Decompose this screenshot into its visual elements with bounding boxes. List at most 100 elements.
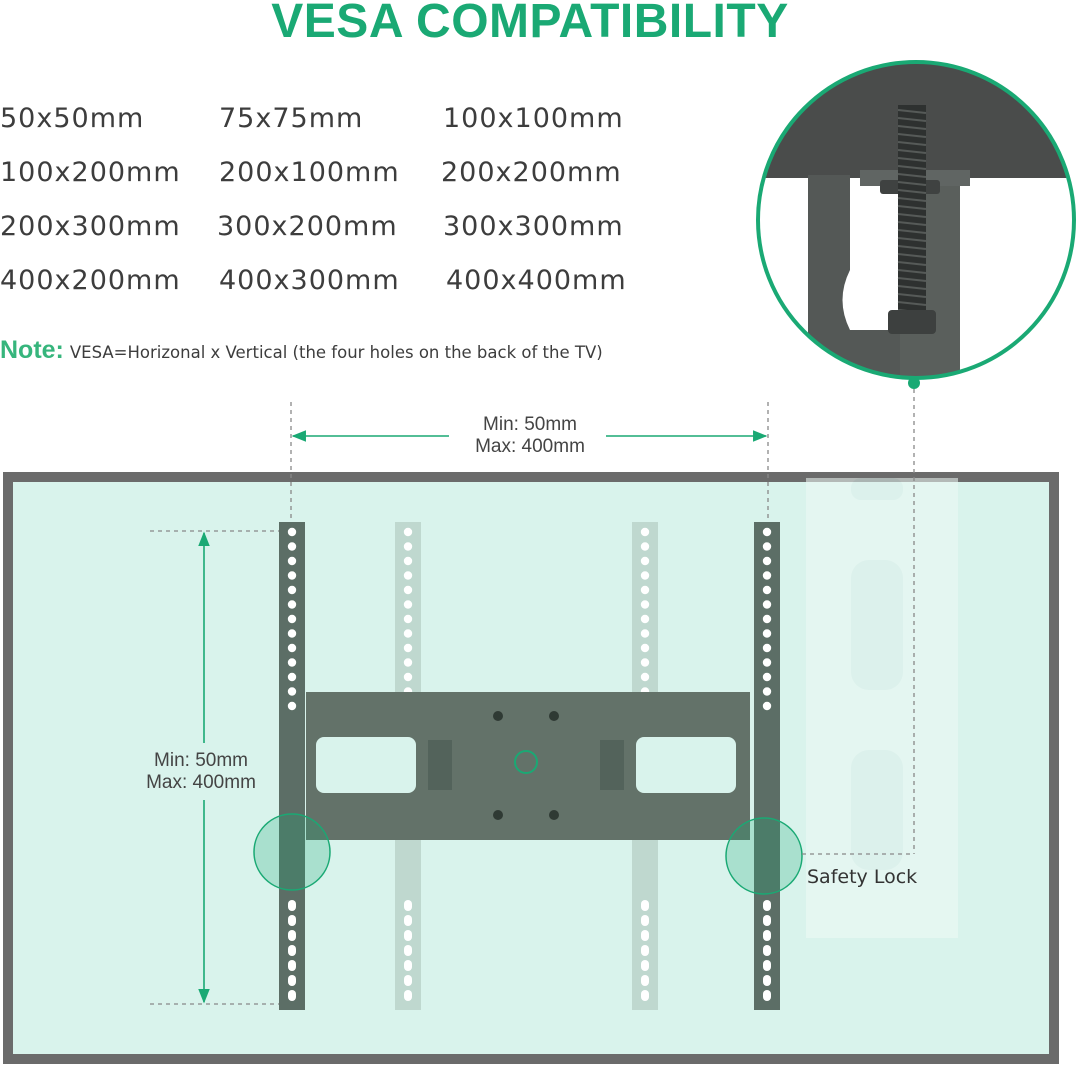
rail-hole xyxy=(640,658,650,667)
rail-hole xyxy=(287,687,297,696)
rail-slot xyxy=(641,930,649,941)
bolt-thread xyxy=(897,301,927,306)
rail-slot xyxy=(763,990,771,1001)
rail-hole xyxy=(762,542,772,551)
bolt-thread xyxy=(897,237,927,242)
rail-hole xyxy=(640,643,650,653)
rail-hole xyxy=(640,629,650,638)
bolt-thread xyxy=(897,253,927,258)
horizontal-dimension xyxy=(290,402,769,522)
bolt-thread xyxy=(897,221,927,226)
bolt-thread xyxy=(897,229,927,234)
safety-lock-label: Safety Lock xyxy=(807,866,918,888)
rail-hole xyxy=(640,585,650,595)
rail-slot xyxy=(288,915,296,926)
vertical-max: Max: 400mm xyxy=(146,772,256,793)
safety-lock-highlights xyxy=(253,813,803,895)
rail-slot xyxy=(288,930,296,941)
rail-slot xyxy=(404,900,412,911)
rail-hole xyxy=(287,701,297,711)
rail-hole xyxy=(640,600,650,609)
rail-hole xyxy=(287,658,297,667)
rail-hole xyxy=(287,542,297,551)
rail-hole xyxy=(762,643,772,653)
rail-hole xyxy=(762,672,772,682)
bolt-thread xyxy=(897,125,927,130)
bolt-thread xyxy=(897,277,927,282)
horizontal-min: Min: 50mm xyxy=(483,414,577,435)
vertical-min: Min: 50mm xyxy=(154,750,248,771)
rail-hole xyxy=(762,527,772,537)
rail-hole xyxy=(287,643,297,653)
bolt-thread xyxy=(897,189,927,194)
bolt-thread xyxy=(897,293,927,298)
rail-hole xyxy=(640,542,650,551)
vesa-size: 200x300mm xyxy=(0,211,181,242)
vesa-size: 200x100mm xyxy=(219,157,400,188)
rail-slot xyxy=(763,945,771,956)
rail-slot xyxy=(404,945,412,956)
bolt-thread xyxy=(897,213,927,218)
rail-slot xyxy=(641,960,649,971)
vesa-size: 400x200mm xyxy=(0,265,181,296)
bolt-thread xyxy=(897,269,927,274)
vesa-size: 400x300mm xyxy=(219,265,400,296)
rail-hole xyxy=(287,672,297,682)
vesa-size: 100x100mm xyxy=(443,103,624,134)
rail-hole xyxy=(762,614,772,624)
zoom-leader xyxy=(802,377,920,855)
rail-slot xyxy=(641,915,649,926)
vesa-size: 400x400mm xyxy=(446,265,627,296)
rail-holes xyxy=(287,527,772,1001)
rail-hole xyxy=(403,629,413,638)
rail-hole xyxy=(762,600,772,609)
horizontal-max: Max: 400mm xyxy=(475,436,585,457)
vesa-size: 50x50mm xyxy=(0,103,145,134)
rail-hole xyxy=(403,643,413,653)
rail-slot xyxy=(641,990,649,1001)
bolt-thread xyxy=(897,245,927,250)
rail-slot xyxy=(404,930,412,941)
rail-slot xyxy=(763,975,771,986)
rail-hole xyxy=(762,687,772,696)
rail-hole xyxy=(403,658,413,667)
rail-hole xyxy=(640,527,650,537)
bolt-thread xyxy=(897,285,927,290)
rail-hole xyxy=(403,672,413,682)
rail-hole xyxy=(403,571,413,580)
rail-hole xyxy=(287,527,297,537)
note-text: VESA=Horizonal x Vertical (the four hole… xyxy=(69,343,603,362)
vesa-size: 200x200mm xyxy=(441,157,622,188)
rail-slot xyxy=(288,900,296,911)
lock-slot-strip xyxy=(806,478,958,938)
rail-slot xyxy=(641,975,649,986)
rail-hole xyxy=(403,527,413,537)
rail-hole xyxy=(762,556,772,566)
rail-slot xyxy=(641,900,649,911)
note: Note: VESA=Horizonal x Vertical (the four… xyxy=(0,336,603,365)
horizontal-dimension-label: Min: 50mm Max: 400mm xyxy=(440,414,620,458)
rail-hole xyxy=(640,614,650,624)
mount-crossbar xyxy=(306,692,750,840)
rail-hole xyxy=(287,585,297,595)
note-label: Note: xyxy=(0,336,64,364)
bolt-thread xyxy=(897,261,927,266)
rail-hole xyxy=(762,585,772,595)
page-title: VESA COMPATIBILITY xyxy=(271,0,789,48)
rail-hole xyxy=(640,672,650,682)
rail-hole xyxy=(640,556,650,566)
bolt-thread xyxy=(897,165,927,170)
rail-slot xyxy=(404,975,412,986)
bolt-thread xyxy=(897,173,927,178)
rail-hole xyxy=(403,614,413,624)
rail-slot xyxy=(763,915,771,926)
rail-slot xyxy=(404,915,412,926)
rail-hole xyxy=(287,556,297,566)
rail-hole xyxy=(287,571,297,580)
rail-slot xyxy=(288,990,296,1001)
bolt-thread xyxy=(897,181,927,186)
rail-slot xyxy=(288,960,296,971)
bolt-thread xyxy=(897,133,927,138)
vesa-size: 75x75mm xyxy=(219,103,364,134)
